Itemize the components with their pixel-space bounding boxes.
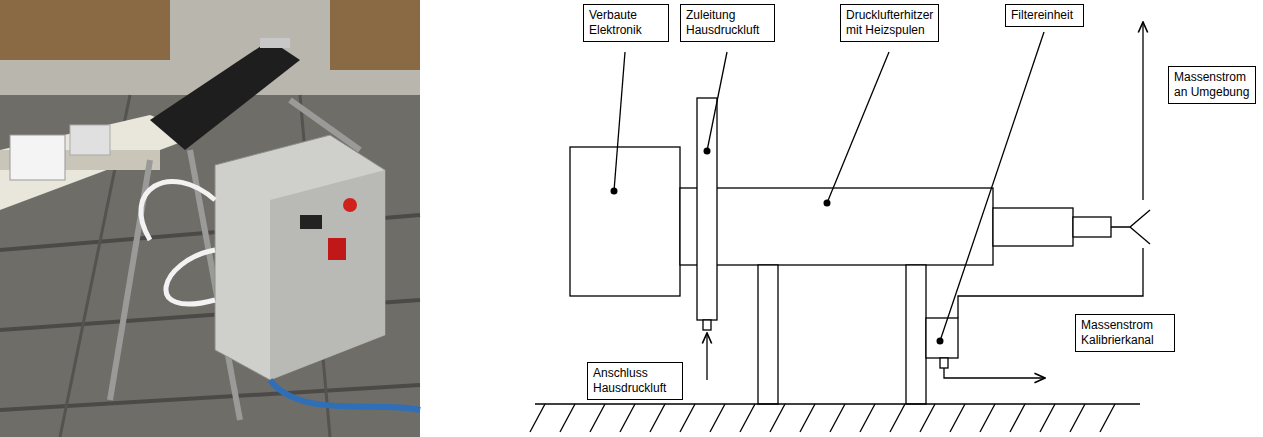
flow-arrow xyxy=(1142,22,1143,200)
support xyxy=(906,265,926,404)
valve xyxy=(260,38,290,48)
support xyxy=(758,265,778,404)
label-box: Anschluss Hausdruckluft xyxy=(587,362,683,400)
filter-connector xyxy=(940,358,948,368)
workbench xyxy=(0,0,170,60)
label-box: Verbaute Elektronik xyxy=(583,4,669,42)
label-text: Filtereinheit xyxy=(1011,8,1078,23)
heater-tube xyxy=(680,188,993,265)
electronics-box-face xyxy=(270,170,385,380)
label-box: Zuleitung Hausdruckluft xyxy=(680,4,775,42)
label-text: Anschluss Hausdruckluft xyxy=(593,366,677,396)
label-box: Massenstrom Kalibrierkanal xyxy=(1075,314,1175,352)
flow-arrow xyxy=(944,368,1045,378)
cable xyxy=(141,181,215,240)
flow-arrow xyxy=(706,333,707,380)
heater-tube xyxy=(150,40,300,150)
button xyxy=(343,198,357,212)
device xyxy=(70,125,110,155)
label-box: Drucklufterhitzer mit Heizspulen xyxy=(840,4,939,42)
workbench xyxy=(330,0,420,70)
device xyxy=(10,135,65,180)
leader-dots xyxy=(611,148,944,345)
air-hose xyxy=(270,380,420,410)
label-text: Drucklufterhitzer mit Heizspulen xyxy=(846,8,933,38)
switch xyxy=(328,238,346,260)
filter-unit xyxy=(926,318,958,358)
cable xyxy=(166,250,215,304)
nozzle xyxy=(993,208,1073,246)
split-line xyxy=(1130,227,1150,244)
label-box: Filtereinheit xyxy=(1005,4,1084,27)
split-line xyxy=(1111,210,1150,227)
label-text: Zuleitung Hausdruckluft xyxy=(686,8,769,38)
bypass-line xyxy=(958,248,1143,318)
label-text: Massenstrom Kalibrierkanal xyxy=(1081,318,1169,348)
supply-pipe xyxy=(697,98,717,320)
supply-connector xyxy=(703,320,711,330)
ground-hatch xyxy=(530,404,1115,432)
schematic xyxy=(530,22,1150,432)
label-text: Massenstrom an Umgebung xyxy=(1174,70,1250,100)
photo xyxy=(0,0,420,437)
electronics-box xyxy=(570,147,680,296)
nozzle-tip xyxy=(1073,217,1111,237)
ground xyxy=(535,403,1140,404)
electronics-box xyxy=(215,135,385,380)
label-text: Verbaute Elektronik xyxy=(589,8,663,38)
label-box: Massenstrom an Umgebung xyxy=(1168,66,1256,104)
floor xyxy=(0,0,420,437)
display xyxy=(300,215,322,229)
leader-lines xyxy=(614,32,1044,341)
